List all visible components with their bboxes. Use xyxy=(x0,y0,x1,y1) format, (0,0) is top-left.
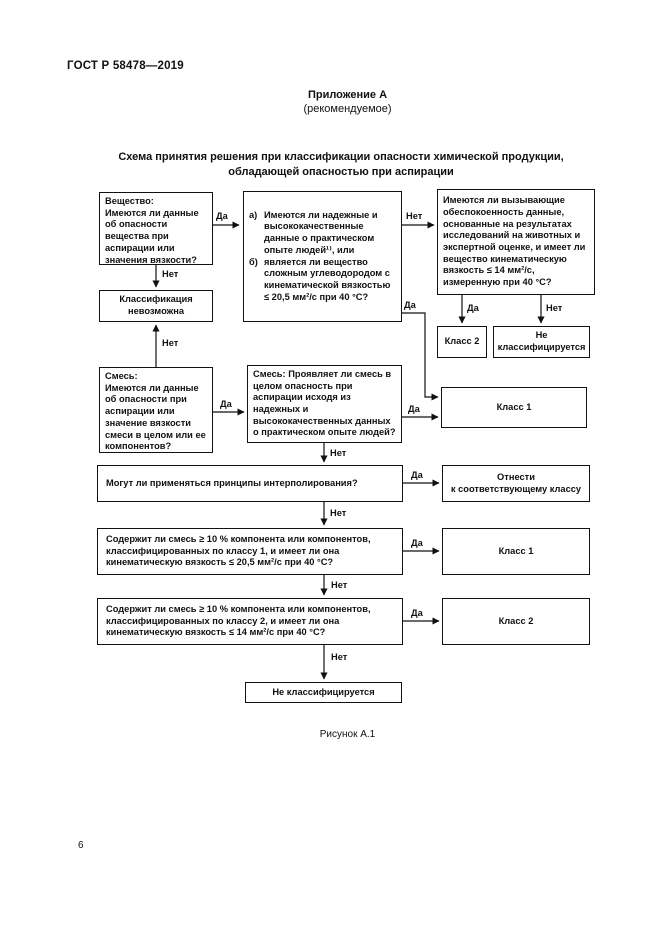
flow-box-contains-class1-text: Содержит ли смесь ≥ 10 % компонента или … xyxy=(106,533,371,568)
flow-box-mixture: Смесь: Имеются ли данные об опасности пр… xyxy=(99,367,213,453)
edge-label-no: Нет xyxy=(330,448,347,458)
edge-label-no: Нет xyxy=(330,508,347,518)
edge-label-no: Нет xyxy=(546,303,563,313)
flow-box-class1-right-text: Класс 1 xyxy=(496,401,532,412)
edge-label-yes: Да xyxy=(411,470,423,480)
figure-heading: Схема принятия решения при классификации… xyxy=(20,150,661,180)
edge-label-yes: Да xyxy=(411,538,423,548)
flow-box-class2-top-text: Класс 2 xyxy=(444,336,480,347)
flow-box-substance-heading: Вещество: xyxy=(105,196,154,206)
edge-label-no: Нет xyxy=(331,652,348,662)
flow-box-mixture-text: Имеются ли данные об опасности при аспир… xyxy=(105,382,206,452)
edge-label-yes: Да xyxy=(216,211,228,221)
flow-box-class1-bottom-text: Класс 1 xyxy=(498,545,534,556)
substance-question-item-a: а) Имеются ли надежные и высококачествен… xyxy=(249,210,396,257)
flow-box-animal-data: Имеются ли вызывающие обеспокоенность да… xyxy=(437,189,595,295)
figure-caption: Рисунок А.1 xyxy=(319,729,376,740)
substance-question-item-b: б) является ли вещество сложным углеводо… xyxy=(249,257,396,304)
figure-heading-line-2: обладающей опасностью при аспирации xyxy=(228,166,454,178)
edge-label-yes: Да xyxy=(220,399,232,409)
doc-number: ГОСТ Р 58478—2019 xyxy=(67,60,184,72)
edge-label-no: Нет xyxy=(162,338,179,348)
flow-box-class2-top: Класс 2 xyxy=(437,326,487,358)
flow-box-substance: Вещество: Имеются ли данные об опасности… xyxy=(99,192,213,265)
edge-label-no: Нет xyxy=(406,211,423,221)
appendix-title: Приложение А xyxy=(307,89,388,101)
flow-box-contains-class2: Содержит ли смесь ≥ 10 % компонента или … xyxy=(97,598,403,645)
list-marker-b: б) xyxy=(249,256,258,267)
flow-box-assign-class-text: Отнести к соответствующему классу xyxy=(450,471,582,494)
flow-box-not-classified-top-text: Не классифицируется xyxy=(497,330,586,352)
substance-question-item-a-text: Имеются ли надежные и высококачественные… xyxy=(264,209,378,255)
flow-box-mixture-question: Смесь: Проявляет ли смесь в целом опасно… xyxy=(247,365,402,443)
flow-box-contains-class1: Содержит ли смесь ≥ 10 % компонента или … xyxy=(97,528,403,575)
edge-label-yes: Да xyxy=(404,300,416,310)
flow-box-not-classified-bottom: Не классифицируется xyxy=(245,682,402,703)
flow-box-assign-class: Отнести к соответствующему классу xyxy=(442,465,590,502)
edge-label-no: Нет xyxy=(331,580,348,590)
flow-box-contains-class2-text: Содержит ли смесь ≥ 10 % компонента или … xyxy=(106,603,371,638)
flow-box-class2-bottom-text: Класс 2 xyxy=(498,615,534,626)
flow-box-not-classified-bottom-text: Не классифицируется xyxy=(272,686,375,697)
substance-question-item-b-text: является ли вещество сложным углеводород… xyxy=(264,256,391,302)
flow-box-classification-impossible-text: Классификация невозможна xyxy=(119,294,193,316)
flow-box-mixture-question-text: Смесь: Проявляет ли смесь в целом опасно… xyxy=(253,368,396,438)
flow-box-interpolation-text: Могут ли применяться принципы интерполир… xyxy=(106,477,358,488)
page-number: 6 xyxy=(78,840,84,851)
flow-box-not-classified-top: Не классифицируется xyxy=(493,326,590,358)
connector-line xyxy=(402,312,439,401)
edge-label-yes: Да xyxy=(467,303,479,313)
flow-box-animal-data-text: Имеются ли вызывающие обеспокоенность да… xyxy=(443,195,586,288)
figure-heading-line-1: Схема принятия решения при классификации… xyxy=(118,151,564,163)
edge-label-yes: Да xyxy=(411,608,423,618)
appendix-note: (рекомендуемое) xyxy=(303,103,392,115)
flow-box-class1-right: Класс 1 xyxy=(441,387,587,428)
flow-box-substance-text: Имеются ли данные об опасности вещества … xyxy=(105,207,199,265)
flow-box-interpolation: Могут ли применяться принципы интерполир… xyxy=(97,465,403,502)
list-marker-a: а) xyxy=(249,209,258,220)
appendix-block: Приложение А (рекомендуемое) xyxy=(35,89,660,115)
flow-box-class2-bottom: Класс 2 xyxy=(442,598,590,645)
edge-label-no: Нет xyxy=(162,269,179,279)
flow-box-mixture-heading: Смесь: xyxy=(105,371,138,381)
edge-label-yes: Да xyxy=(408,404,420,414)
flow-box-class1-bottom: Класс 1 xyxy=(442,528,590,575)
flow-box-classification-impossible: Классификация невозможна xyxy=(99,290,213,322)
flow-box-substance-question: а) Имеются ли надежные и высококачествен… xyxy=(243,191,402,322)
